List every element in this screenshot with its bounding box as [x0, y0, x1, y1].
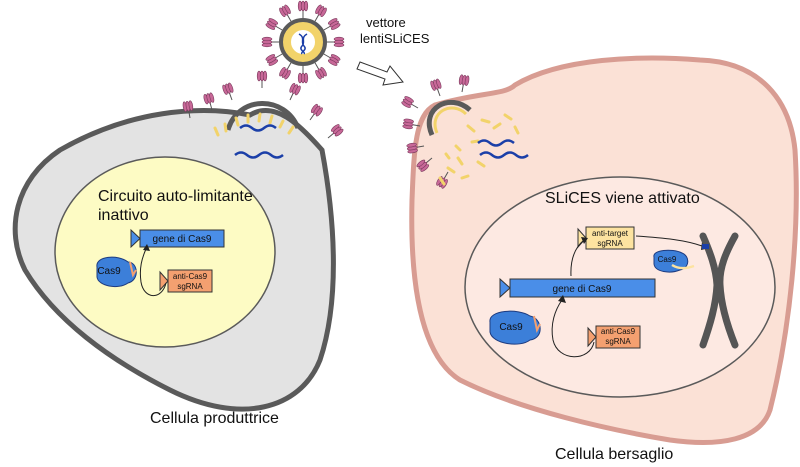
target-sgrna-promoter — [587, 326, 597, 348]
transfer-arrow — [356, 61, 404, 86]
producer-capsid-fragments — [213, 112, 295, 137]
producer-feedback-arrowhead — [143, 244, 150, 251]
glycoprotein-spike — [314, 4, 327, 22]
producer-cas9-rna-tail — [129, 261, 137, 278]
glycoprotein-spike — [279, 4, 292, 22]
target-arrow-to-chromosome — [635, 235, 703, 247]
chromosome-target-site — [702, 244, 709, 249]
glycoprotein-spike — [182, 100, 194, 119]
chromosome-arm-right — [716, 232, 739, 349]
producer-sgrna-promoter — [159, 270, 169, 292]
producer-gene-label: gene di Cas9 — [153, 234, 212, 245]
vector-rna-genome — [298, 33, 308, 55]
glycoprotein-spike — [402, 118, 421, 130]
producer-circuit-title-line2: inattivo — [98, 207, 149, 224]
glycoprotein-spike — [297, 0, 309, 18]
glycoprotein-spike — [458, 74, 470, 93]
glycoprotein-spike — [222, 82, 234, 101]
target-cas9-small-label: Cas9 — [658, 255, 677, 264]
target-feedback-arc — [551, 299, 595, 358]
glycoprotein-spike — [279, 62, 292, 80]
target-rna-strand — [477, 139, 515, 147]
producer-feedback-arc — [139, 248, 167, 297]
vector-label-line2: lentiSLiCES — [360, 31, 430, 46]
target-spikes — [401, 74, 470, 189]
target-fusing-vector — [426, 99, 472, 137]
glycoprotein-spike — [323, 18, 341, 31]
glycoprotein-spike — [256, 70, 268, 88]
target-anti-target-label-line1: anti-target — [592, 229, 629, 238]
producer-sgrna-label-line1: anti-Cas9 — [173, 272, 208, 281]
target-promoter-arrow — [499, 277, 511, 299]
producer-sgrna-label-line2: sgRNA — [177, 282, 203, 291]
producer-budding-bump — [225, 101, 301, 131]
producer-cas9-protein — [96, 256, 137, 288]
target-sgrna-label-line1: anti-Cas9 — [601, 327, 636, 336]
target-cas9-label: Cas9 — [499, 322, 523, 333]
producer-cell: Circuito auto-limitante inattivo gene di… — [12, 70, 344, 427]
producer-promoter-arrow — [130, 228, 141, 249]
glycoprotein-spike — [401, 96, 419, 109]
producer-cas9-label: Cas9 — [97, 266, 121, 277]
vector-label-line1: vettore — [366, 15, 406, 30]
target-cas9-protein — [489, 310, 541, 345]
target-arc-to-anti-target-head — [581, 237, 588, 244]
target-rna-strand — [479, 151, 529, 159]
producer-spikes — [182, 70, 344, 139]
target-feedback-arrowhead — [558, 295, 566, 303]
target-cell: SLiCES viene attivato anti-target sgRNA … — [401, 55, 799, 463]
glycoprotein-spike — [261, 36, 279, 48]
producer-nucleus — [54, 156, 276, 348]
target-chromosome — [699, 232, 739, 349]
producer-caption: Cellula produttrice — [150, 410, 279, 427]
target-gene-label: gene di Cas9 — [553, 284, 612, 295]
target-cas9-rna-tail — [533, 315, 541, 333]
glycoprotein-spike — [327, 36, 345, 48]
vector-spikes — [261, 0, 345, 84]
target-arc-to-anti-target — [570, 239, 585, 277]
glycoprotein-spike — [289, 82, 301, 101]
target-anti-target-label-line2: sgRNA — [597, 239, 623, 248]
target-sgrna-label-line2: sgRNA — [605, 337, 631, 346]
glycoprotein-spike — [323, 53, 341, 66]
producer-circuit-title-line1: Circuito auto-limitante — [98, 188, 253, 205]
target-fusing-capsid — [433, 106, 468, 134]
producer-rna-strand — [239, 124, 277, 132]
lentislices-vector: vettore lentiSLiCES — [261, 0, 430, 84]
glycoprotein-spike — [203, 92, 215, 111]
glycoprotein-spike — [309, 103, 323, 121]
glycoprotein-spike — [265, 53, 283, 66]
glycoprotein-spike — [416, 157, 433, 172]
glycoprotein-spike — [314, 62, 327, 80]
producer-rna-strand — [234, 151, 284, 159]
target-capsid-fragments — [438, 113, 520, 186]
target-title: SLiCES viene attivato — [545, 190, 700, 207]
glycoprotein-spike — [430, 78, 442, 97]
target-cas9-small-rna — [671, 263, 695, 270]
glycoprotein-spike — [265, 18, 283, 31]
glycoprotein-spike — [406, 142, 425, 154]
glycoprotein-spike — [297, 66, 309, 84]
glycoprotein-spike — [327, 124, 344, 139]
target-caption: Cellula bersaglio — [555, 446, 673, 463]
